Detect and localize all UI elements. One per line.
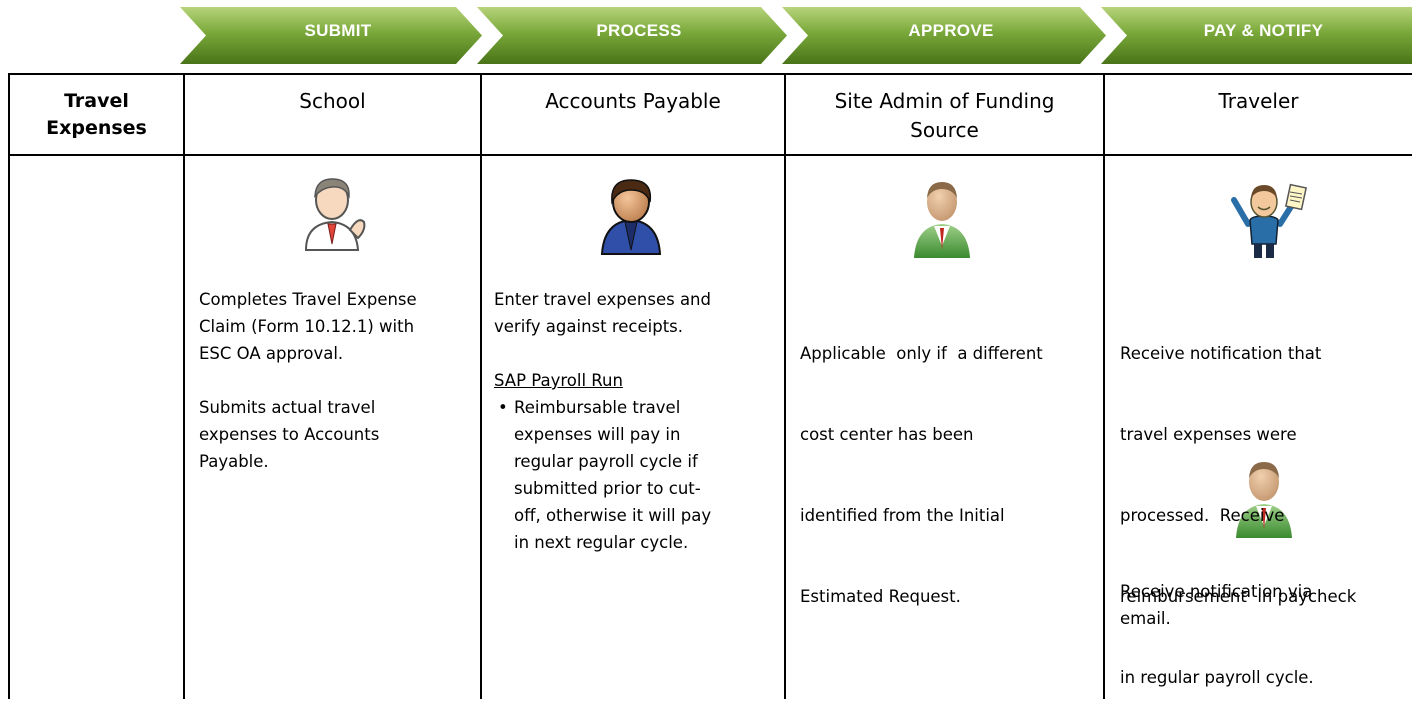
text-line: Receive notification that: [1120, 344, 1322, 363]
column-divider-2: [480, 73, 482, 699]
role-header-school: School: [185, 87, 480, 116]
table-header-divider: [8, 154, 1412, 156]
text-line: Enter travel expenses and: [494, 290, 711, 309]
role-header-accounts-payable: Accounts Payable: [482, 87, 784, 116]
bullet-item: Reimbursable travel expenses will pay in…: [494, 394, 780, 556]
text-line: in regular payroll cycle.: [1120, 668, 1314, 687]
text-line: Submits actual travel: [199, 398, 376, 417]
text-line: submitted prior to cut-: [514, 479, 701, 498]
person-dark-icon: [598, 176, 664, 260]
text-line: in next regular cycle.: [514, 533, 689, 552]
person-with-receipt-icon: [1228, 180, 1318, 264]
text-line: Estimated Request.: [800, 587, 961, 606]
text-line: cost center has been: [800, 425, 974, 444]
text-line: off, otherwise it will pay: [514, 506, 712, 525]
row-label: Travel Expenses: [10, 88, 183, 142]
person-green-icon: [1232, 456, 1296, 544]
pay-email-description: Receive notification via email.: [1120, 578, 1410, 632]
row-label-line2: Expenses: [46, 117, 147, 139]
person-green-icon: [910, 176, 974, 264]
text-line: regular payroll cycle if: [514, 452, 698, 471]
text-line: Claim (Form 10.12.1) with: [199, 317, 415, 336]
text-line: travel expenses were: [1120, 425, 1297, 444]
column-divider-1: [183, 73, 185, 699]
role-header-traveler-text: Traveler: [1218, 89, 1299, 113]
text-line: verify against receipts.: [494, 317, 684, 336]
text-line: identified from the Initial: [800, 506, 1005, 525]
text-line: Receive notification via: [1120, 582, 1313, 601]
bullet-list: Reimbursable travel expenses will pay in…: [494, 394, 780, 556]
stage-chevron-pay-notify: PAY & NOTIFY: [1101, 7, 1412, 64]
role-header-site-admin: Site Admin of Funding Source: [786, 87, 1103, 145]
table-left-border: [8, 73, 10, 699]
text-line: Payable.: [199, 452, 269, 471]
text-line: Reimbursable travel: [514, 398, 681, 417]
text-line: expenses will pay in: [514, 425, 681, 444]
table-top-border: [8, 73, 1412, 75]
column-divider-4: [1103, 73, 1105, 699]
approve-description: Applicable only if a different cost cent…: [800, 286, 1100, 637]
stage-chevron-submit: SUBMIT: [180, 7, 482, 64]
stage-label-pay-notify: PAY & NOTIFY: [1203, 21, 1324, 40]
column-divider-3: [784, 73, 786, 699]
text-line: ESC OA approval.: [199, 344, 344, 363]
text-line: Completes Travel Expense: [199, 290, 417, 309]
role-header-traveler: Traveler: [1105, 87, 1412, 116]
row-label-line1: Travel: [64, 90, 129, 112]
sap-payroll-run-heading: SAP Payroll Run: [494, 371, 623, 390]
role-header-school-text: School: [299, 89, 366, 113]
stage-label-approve: APPROVE: [908, 21, 994, 40]
text-line: expenses to Accounts: [199, 425, 380, 444]
text-line: reimbursement in paycheck: [1120, 587, 1357, 606]
pay-description: Receive notification that travel expense…: [1120, 286, 1410, 718]
waving-person-icon: [298, 172, 370, 256]
text-line: processed. Receive: [1120, 506, 1285, 525]
process-description: Enter travel expenses and verify against…: [494, 286, 780, 556]
stage-chevron-approve: APPROVE: [782, 7, 1106, 64]
process-stage-bar: SUBMIT PROCESS APPROVE PAY & NOTIFY: [0, 0, 1412, 68]
stage-chevron-process: PROCESS: [477, 7, 787, 64]
role-header-accounts-payable-text: Accounts Payable: [545, 89, 721, 113]
submit-description: Completes Travel Expense Claim (Form 10.…: [199, 286, 475, 475]
stage-label-submit: SUBMIT: [304, 21, 372, 40]
text-line: email.: [1120, 609, 1171, 628]
stage-label-process: PROCESS: [596, 21, 682, 40]
text-line: Applicable only if a different: [800, 344, 1043, 363]
role-header-site-admin-line1: Site Admin of Funding: [834, 89, 1055, 113]
role-header-site-admin-line2: Source: [910, 118, 979, 142]
